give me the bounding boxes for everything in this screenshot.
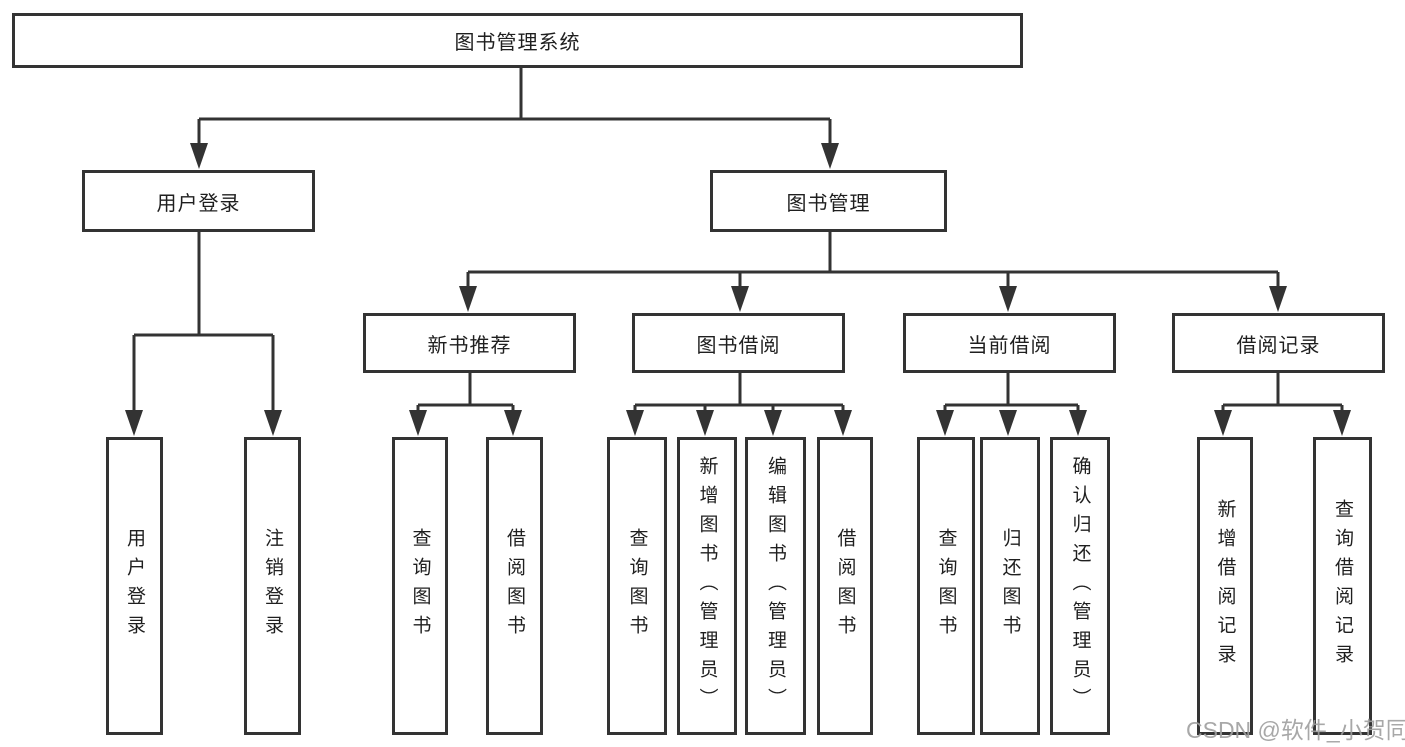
leaf-query-books-recommend: 查询图书 (392, 437, 448, 735)
node-book-management: 图书管理 (710, 170, 947, 232)
leaf-return-books: 归还图书 (980, 437, 1040, 735)
leaf-confirm-return-admin: 确认归还（管理员） (1050, 437, 1110, 735)
leaf-logout: 注销登录 (244, 437, 301, 735)
leaf-query-books-borrowing: 查询图书 (607, 437, 667, 735)
node-new-book-recommendation: 新书推荐 (363, 313, 576, 373)
leaf-add-books-admin: 新增图书（管理员） (677, 437, 737, 735)
leaf-add-borrow-record: 新增借阅记录 (1197, 437, 1253, 735)
leaf-query-borrow-record: 查询借阅记录 (1313, 437, 1372, 735)
node-book-borrowing: 图书借阅 (632, 313, 845, 373)
leaf-borrow-books: 借阅图书 (817, 437, 873, 735)
leaf-query-books-current: 查询图书 (917, 437, 975, 735)
leaf-user-login: 用户登录 (106, 437, 163, 735)
node-borrowing-records: 借阅记录 (1172, 313, 1385, 373)
leaf-edit-books-admin: 编辑图书（管理员） (745, 437, 806, 735)
leaf-borrow-books-recommend: 借阅图书 (486, 437, 543, 735)
node-user-login: 用户登录 (82, 170, 315, 232)
node-root: 图书管理系统 (12, 13, 1023, 68)
node-current-borrowing: 当前借阅 (903, 313, 1116, 373)
csdn-watermark: CSDN @软件_小贺同学 (1186, 717, 1405, 743)
